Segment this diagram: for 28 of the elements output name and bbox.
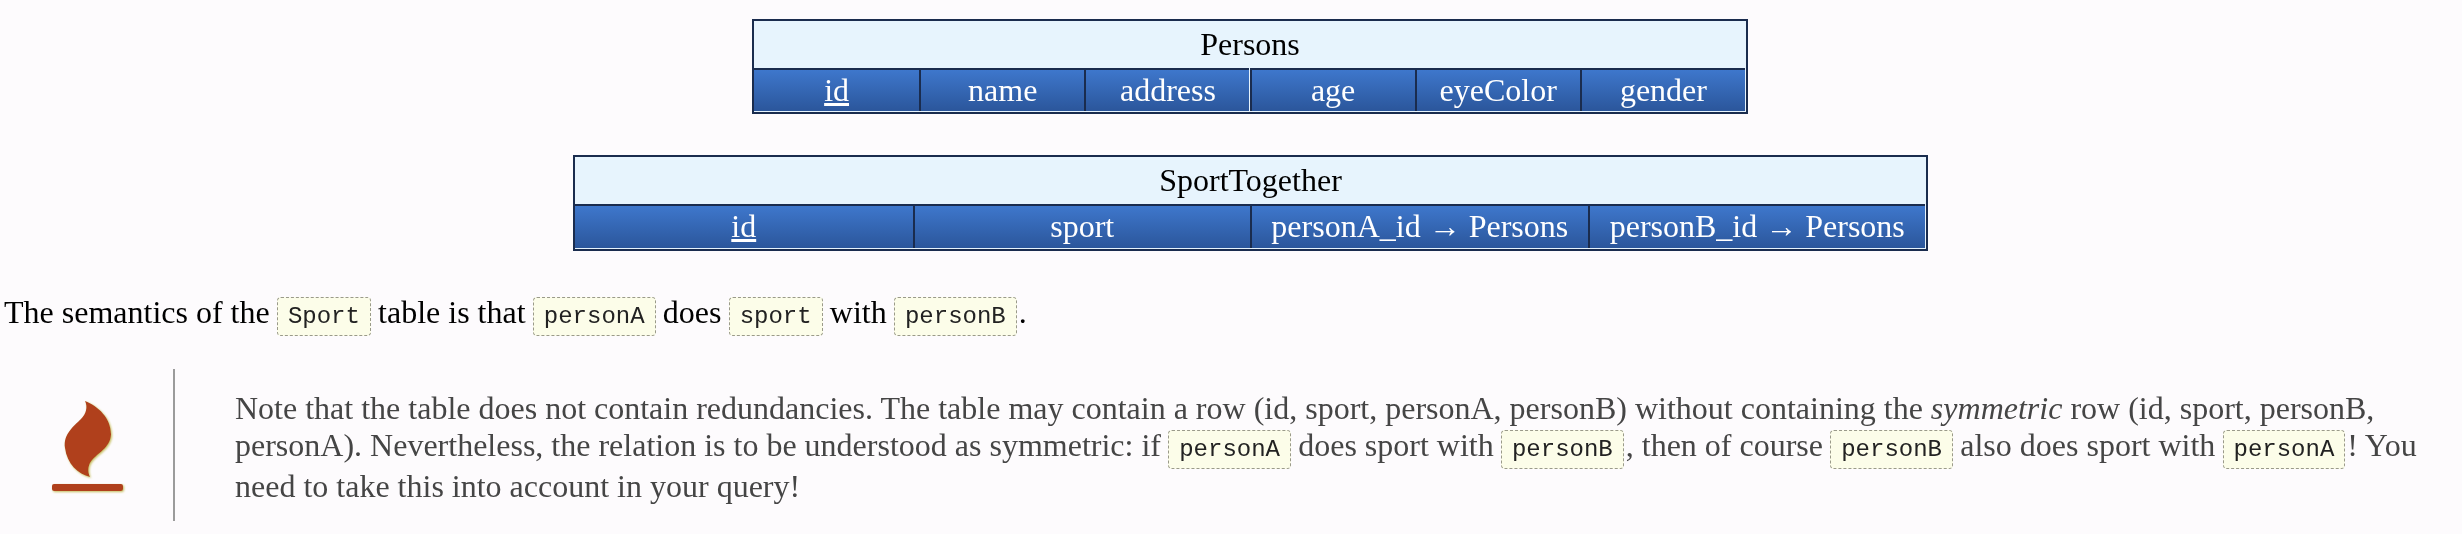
column-header: id — [575, 204, 913, 248]
column-header: eyeColor — [1414, 68, 1580, 111]
column-header: name — [919, 68, 1085, 111]
inline-code: personA — [2222, 430, 2346, 469]
body-text: does — [662, 294, 722, 330]
table-title: SportTogether — [1159, 161, 1342, 200]
column-header: sport — [912, 204, 1250, 248]
table-title: Persons — [1200, 25, 1300, 64]
body-text: with — [829, 294, 887, 330]
inline-code: sport — [728, 297, 823, 336]
column-header: age — [1249, 68, 1415, 111]
inline-code: Sport — [276, 297, 371, 336]
inline-code: personB — [1500, 430, 1624, 469]
inline-code: personA — [532, 297, 656, 336]
inline-code: personB — [893, 297, 1017, 336]
body-text: . — [1018, 294, 1027, 330]
column-header: gender — [1579, 68, 1745, 111]
body-text: The semantics of the — [4, 294, 270, 330]
table — [573, 155, 1928, 251]
body-text: table is that — [378, 294, 526, 330]
table — [752, 19, 1748, 114]
inline-code: personB — [1830, 430, 1954, 469]
inline-code: personA — [1168, 430, 1291, 469]
column-header: address — [1084, 68, 1250, 111]
column-header: personB_id → Persons — [1587, 204, 1925, 248]
column-header: id — [754, 68, 920, 111]
note-text: Note that the table does not contain redundancies. The table may contain a row (id, sport, personA, personB) without containing the symmetric row (id, sport, personB, personA). Nevertheless, the relation is to be understood as symmetric: if personA does sport with personB , then of course personB also does sport with personA ! You need to take this into account in your query! — [235, 390, 2418, 505]
column-header: personA_id → Persons — [1250, 204, 1588, 248]
